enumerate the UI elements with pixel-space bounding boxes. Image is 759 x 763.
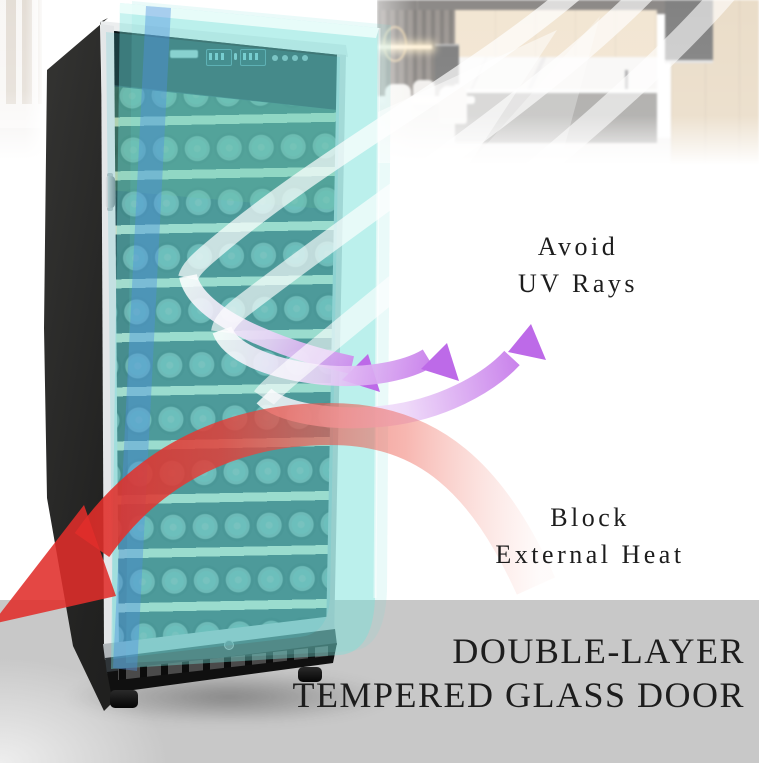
- uv-ray-incoming: [211, 0, 653, 335]
- uv-ray-incoming: [254, 0, 735, 406]
- heat-ray: [74, 402, 556, 595]
- panel-button: [272, 55, 278, 61]
- caption-line1: DOUBLE-LAYER: [452, 631, 745, 671]
- kitchen-photo-left: [0, 0, 42, 166]
- uv-ray-incoming: [178, 0, 580, 282]
- display-separator: [234, 53, 237, 60]
- heat-label: Block External Heat: [462, 499, 718, 573]
- uv-label: Avoid UV Rays: [450, 228, 706, 302]
- cooler-foot: [298, 667, 322, 682]
- door-lock-icon: [224, 640, 234, 650]
- uv-label-line1: Avoid: [537, 232, 619, 261]
- uv-arrowhead-icon: [508, 324, 546, 360]
- uv-label-line2: UV Rays: [517, 269, 639, 298]
- temp-display-right: [240, 49, 266, 66]
- heat-label-line2: External Heat: [495, 540, 685, 569]
- uv-ray-deflected: [179, 273, 354, 374]
- panel-button: [292, 55, 298, 61]
- uv-arrowhead-icon: [421, 343, 459, 381]
- cooler-foot: [110, 690, 138, 708]
- panel-button: [302, 55, 308, 61]
- panel-button: [282, 55, 288, 61]
- photo-fade-veil: [0, 0, 42, 166]
- brand-logo: [170, 50, 198, 58]
- light-beam: [378, 30, 557, 163]
- temp-display-left: [206, 49, 232, 66]
- heat-label-line1: Block: [550, 503, 630, 532]
- caption-line2: TEMPERED GLASS DOOR: [292, 675, 745, 715]
- uv-ray-deflected: [212, 325, 434, 386]
- pane-top-edge: [119, 3, 379, 38]
- heat-arrowhead-icon: [0, 505, 116, 623]
- caption-title: DOUBLE-LAYER TEMPERED GLASS DOOR: [265, 629, 745, 717]
- door-handle: [105, 176, 115, 208]
